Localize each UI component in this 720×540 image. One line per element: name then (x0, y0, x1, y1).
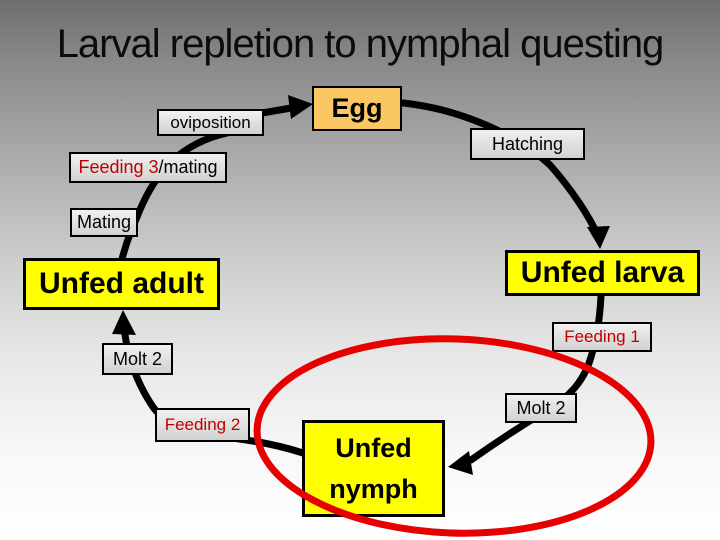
arrow-egg-to-larva (399, 99, 601, 238)
feeding3-suffix-label: /mating (158, 157, 218, 177)
arrowhead-into-larva (587, 226, 610, 249)
arrowhead-into-egg (288, 95, 313, 119)
unfed-nymph-line1: Unfed (335, 433, 412, 463)
arrow-larva-to-nymph (467, 292, 605, 464)
stage-unfed-larva: Unfed larva (505, 250, 700, 296)
stage-feeding1: Feeding 1 (552, 322, 652, 352)
feeding3-label: Feeding 3 (78, 157, 159, 177)
stage-molt2-left: Molt 2 (102, 343, 173, 375)
arrow-oviposition-to-egg (258, 104, 295, 117)
arrow-adult-to-oviposition (118, 126, 244, 263)
stage-unfed-adult: Unfed adult (23, 258, 220, 310)
unfed-nymph-line2: nymph (329, 473, 418, 504)
stage-feeding2: Feeding 2 (155, 408, 250, 442)
stage-molt2-right: Molt 2 (505, 393, 577, 423)
stage-feeding3-mating: Feeding 3/mating (69, 152, 227, 183)
stage-egg: Egg (312, 86, 402, 131)
stage-unfed-nymph: Unfed nymph (302, 420, 445, 517)
stage-hatching: Hatching (470, 128, 585, 160)
arrowhead-into-adult (112, 310, 136, 335)
arrowhead-into-nymph (448, 451, 473, 475)
slide-title: Larval repletion to nymphal questing (56, 22, 665, 66)
stage-mating: Mating (70, 208, 138, 237)
stage-oviposition: oviposition (157, 109, 264, 136)
